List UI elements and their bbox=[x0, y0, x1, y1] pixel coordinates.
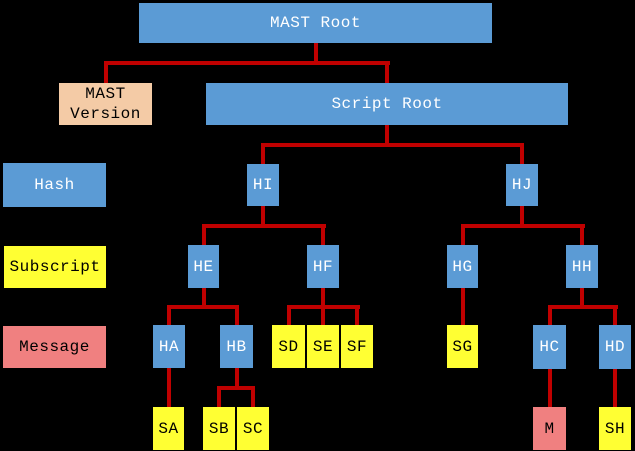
connector-line bbox=[287, 307, 291, 325]
connector-line bbox=[251, 388, 255, 407]
connector-line bbox=[580, 226, 584, 245]
connector-line bbox=[520, 206, 524, 226]
node-HA: HA bbox=[153, 325, 185, 368]
node-SE: SE bbox=[307, 325, 339, 368]
connector-line bbox=[261, 145, 265, 164]
node-mast-root: MAST Root bbox=[139, 3, 492, 43]
connector-line bbox=[548, 369, 552, 407]
node-HH: HH bbox=[566, 245, 598, 288]
legend-subscript: Subscript bbox=[4, 246, 106, 288]
connector-line bbox=[461, 226, 465, 245]
connector-line bbox=[385, 125, 389, 145]
connector-line bbox=[355, 307, 359, 325]
connector-line bbox=[461, 288, 465, 325]
connector-line bbox=[235, 368, 239, 388]
connector-line bbox=[321, 307, 325, 325]
node-SC: SC bbox=[237, 407, 269, 450]
connector-line bbox=[202, 226, 206, 245]
legend-hash: Hash bbox=[3, 163, 106, 207]
connector-line bbox=[613, 369, 617, 407]
connector-line bbox=[613, 307, 617, 325]
connector-line bbox=[461, 224, 585, 228]
node-HD: HD bbox=[599, 325, 631, 369]
connector-line bbox=[202, 288, 206, 307]
node-HE: HE bbox=[188, 245, 219, 288]
connector-line bbox=[580, 288, 584, 307]
node-M: M bbox=[533, 407, 566, 450]
node-HF: HF bbox=[307, 245, 339, 288]
connector-line bbox=[314, 43, 318, 63]
node-SH: SH bbox=[599, 407, 631, 450]
connector-line bbox=[167, 307, 171, 325]
node-mast-version: MAST Version bbox=[59, 83, 152, 125]
legend-message: Message bbox=[3, 326, 106, 368]
connector-line bbox=[385, 63, 389, 83]
node-HG: HG bbox=[447, 245, 478, 288]
connector-line bbox=[104, 61, 390, 65]
connector-line bbox=[520, 145, 524, 164]
connector-line bbox=[202, 224, 326, 228]
node-SB: SB bbox=[203, 407, 235, 450]
connector-line bbox=[217, 388, 221, 407]
node-script-root: Script Root bbox=[206, 83, 568, 125]
connector-line bbox=[261, 143, 524, 147]
connector-line bbox=[548, 305, 618, 309]
connector-line bbox=[321, 288, 325, 307]
node-HC: HC bbox=[533, 325, 566, 369]
node-HB: HB bbox=[220, 325, 253, 368]
connector-line bbox=[321, 226, 325, 245]
node-HI: HI bbox=[247, 164, 279, 206]
connector-line bbox=[217, 386, 255, 390]
connector-line bbox=[167, 305, 239, 309]
connector-line bbox=[104, 63, 108, 83]
connector-line bbox=[548, 307, 552, 325]
node-SA: SA bbox=[153, 407, 184, 450]
node-SG: SG bbox=[447, 325, 478, 368]
node-SF: SF bbox=[341, 325, 373, 368]
connector-line bbox=[261, 206, 265, 226]
connector-line bbox=[235, 307, 239, 325]
node-SD: SD bbox=[272, 325, 305, 368]
connector-line bbox=[167, 368, 171, 407]
node-HJ: HJ bbox=[506, 164, 538, 206]
